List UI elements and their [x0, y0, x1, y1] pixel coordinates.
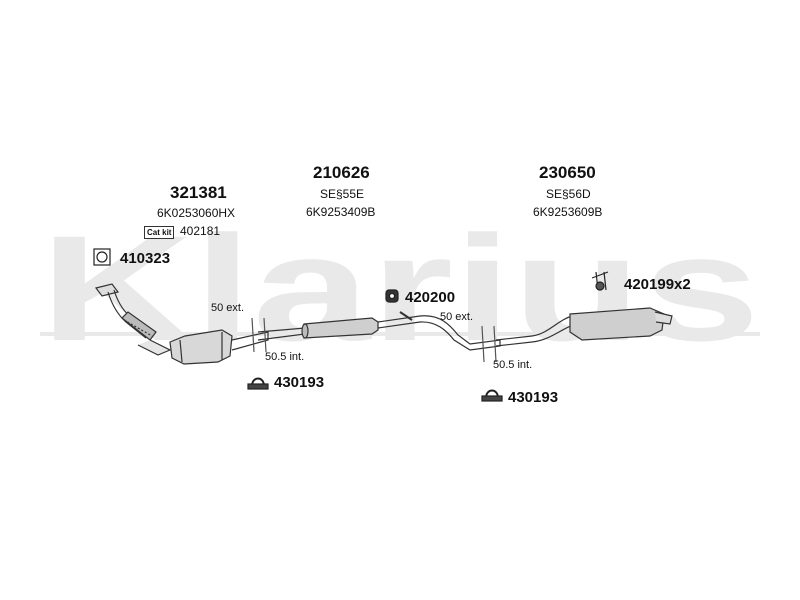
joint-marker-2: [481, 325, 485, 363]
rubber-hanger-icon: [385, 289, 399, 303]
front-part-ref: 6K0253060HX: [157, 206, 236, 220]
cat-kit-badge: Cat kit: [144, 226, 175, 239]
front-part-number: 321381: [170, 183, 227, 202]
clamp-2-number: 430193: [508, 389, 559, 406]
hanger-rear-number: 420199x2: [624, 276, 691, 293]
gasket-number: 410323: [120, 250, 171, 267]
cat-kit-number: 402181: [180, 224, 221, 238]
clamp-icon: [247, 377, 269, 390]
joint-marker-1: [251, 317, 255, 353]
rear-part-code: SE§56D: [546, 187, 591, 201]
catalytic-converter: [169, 329, 269, 365]
middle-part-number: 210626: [313, 163, 370, 182]
rear-part-number: 230650: [539, 163, 596, 182]
middle-part-code: SE§55E: [320, 187, 365, 201]
intermediate-pipe: [377, 315, 501, 351]
dimension-int-1: 50.5 int.: [265, 351, 305, 363]
klarius-watermark-logo: Klarius: [40, 222, 760, 362]
bracket-hanger-icon: [591, 271, 609, 291]
dimension-ext-2: 50 ext.: [440, 311, 474, 323]
middle-part-ref: 6K9253409B: [306, 205, 376, 219]
svg-text:Klarius: Klarius: [40, 222, 760, 362]
middle-silencer: [301, 317, 379, 339]
clamp-1-number: 430193: [274, 374, 325, 391]
front-downpipe: [94, 283, 172, 356]
clamp-icon: [481, 389, 503, 402]
rear-silencer: [569, 307, 673, 341]
hanger-mid-number: 420200: [405, 289, 456, 306]
dimension-ext-1: 50 ext.: [211, 302, 245, 314]
dimension-int-2: 50.5 int.: [493, 359, 533, 371]
rear-pipe: [495, 315, 581, 347]
rear-part-ref: 6K9253609B: [533, 205, 603, 219]
